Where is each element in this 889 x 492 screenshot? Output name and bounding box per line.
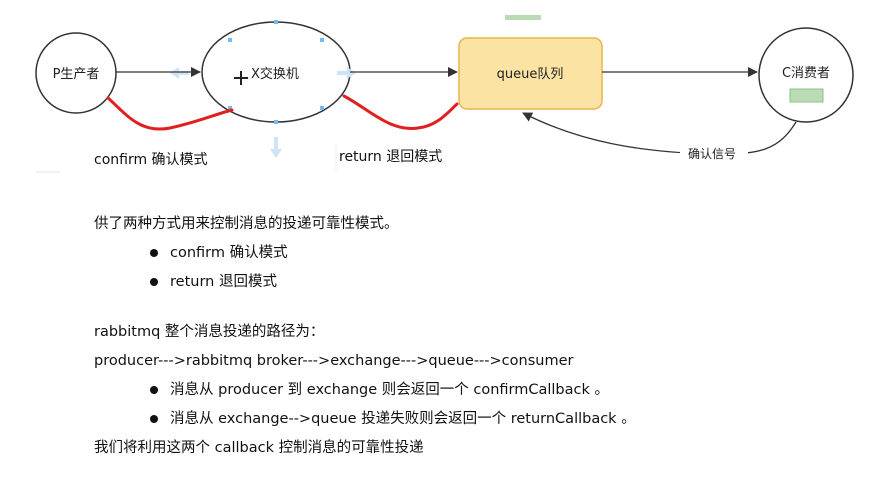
consumer-green-box — [789, 88, 824, 103]
ack-signal-arrow — [522, 112, 797, 155]
confirm-mode-label: confirm 确认模式 — [94, 152, 208, 168]
mode-item-confirm: confirm 确认模式 — [148, 239, 854, 268]
ack-signal-label: 确认信号 — [688, 147, 736, 161]
producer-node[interactable] — [35, 32, 117, 114]
return-mode-label: return 退回模式 — [339, 149, 443, 165]
queue-label: queue队列 — [497, 67, 564, 82]
mode-item-return: return 退回模式 — [148, 268, 854, 297]
description-text: 供了两种方式用来控制消息的投递可靠性模式。 confirm 确认模式 retur… — [94, 210, 854, 463]
path-title: rabbitmq 整个消息投递的路径为： — [94, 324, 325, 340]
path-note-confirm: 消息从 producer 到 exchange 则会返回一个 confirmCa… — [148, 376, 854, 405]
producer-label: P生产者 — [53, 67, 100, 82]
consumer-node[interactable] — [758, 27, 854, 123]
flow-diagram: P生产者 X交换机 queue队列 C消费者 确认信号 — [35, 15, 854, 173]
top-green-bar — [505, 15, 541, 20]
consumer-label: C消费者 — [782, 66, 830, 81]
red-curve-confirm — [106, 96, 234, 131]
intro-line: 供了两种方式用来控制消息的投递可靠性模式。 — [94, 216, 399, 232]
conclusion-line: 我们将利用这两个 callback 控制消息的可靠性投递 — [94, 440, 424, 456]
mode-list: confirm 确认模式 return 退回模式 — [94, 239, 854, 297]
selection-handles — [228, 20, 324, 124]
path-notes: 消息从 producer 到 exchange 则会返回一个 confirmCa… — [94, 376, 854, 434]
queue-node[interactable] — [458, 37, 603, 110]
path-line: producer--->rabbitmq broker--->exchange-… — [94, 353, 574, 369]
faint-arrow-icon — [170, 67, 356, 158]
exchange-label: X交换机 — [251, 66, 299, 82]
move-cursor-icon — [234, 71, 248, 85]
red-curve-return — [342, 94, 459, 130]
path-note-return: 消息从 exchange-->queue 投递失败则会返回一个 returnCa… — [148, 405, 854, 434]
